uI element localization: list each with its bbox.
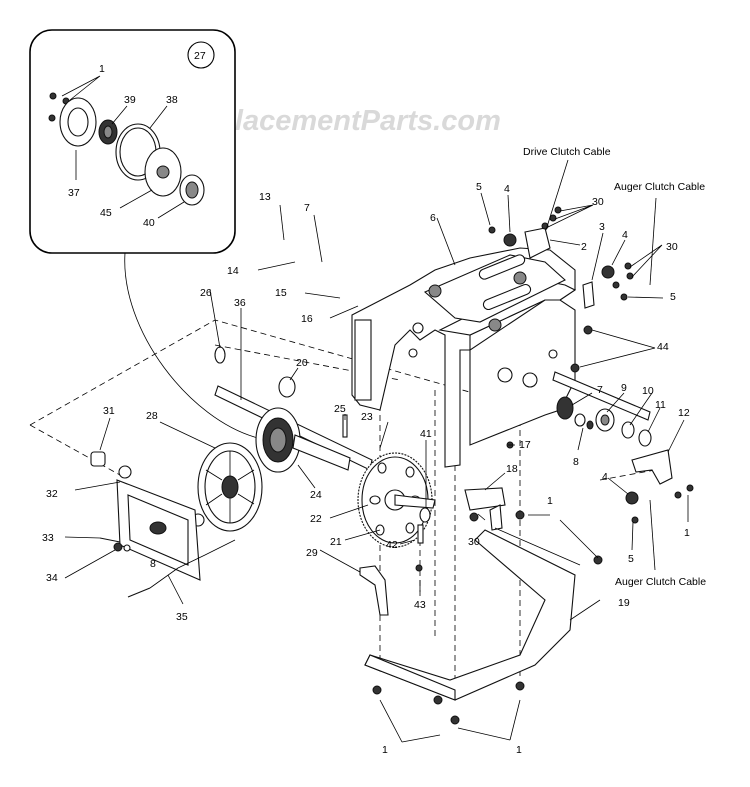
bracket-18 xyxy=(464,487,506,511)
callout-20: 20 xyxy=(296,357,308,369)
frame-32 xyxy=(116,479,201,581)
pulley-4-top xyxy=(503,233,517,247)
leader-lines xyxy=(64,159,689,743)
spring-33 xyxy=(99,537,121,543)
pulley-4-bottom xyxy=(625,491,639,505)
callout-30-top: 30 xyxy=(592,196,604,208)
callout-35: 35 xyxy=(176,611,188,623)
callout-25: 25 xyxy=(334,403,346,415)
bottom-screws xyxy=(372,441,603,725)
callout-33: 33 xyxy=(42,532,54,544)
callout-37: 37 xyxy=(68,187,80,199)
callout-43: 43 xyxy=(414,599,426,611)
callout-12: 12 xyxy=(678,407,690,419)
callout-32: 32 xyxy=(46,488,58,500)
callout-8-right: 8 xyxy=(573,456,579,468)
inset-connector-line xyxy=(124,252,259,439)
inset-detail-27: 27 xyxy=(29,29,236,254)
label-drive-clutch-cable: Drive Clutch Cable xyxy=(523,146,611,158)
callout-22: 22 xyxy=(310,513,322,525)
callout-6: 6 xyxy=(430,212,436,224)
bracket-3 xyxy=(582,281,595,309)
callout-5-right: 5 xyxy=(670,291,676,303)
ring-20 xyxy=(278,376,296,398)
bracket-12 xyxy=(631,449,673,485)
callout-7: 7 xyxy=(304,202,310,214)
callout-13: 13 xyxy=(259,191,271,203)
bracket-2 xyxy=(524,227,551,259)
belt-guard-19 xyxy=(364,529,576,701)
callout-28: 28 xyxy=(146,410,158,422)
callout-4-top: 4 xyxy=(504,183,510,195)
pulley-clutch-24 xyxy=(255,407,351,473)
callout-14: 14 xyxy=(227,265,239,277)
callout-1-right: 1 xyxy=(684,527,690,539)
callout-34: 34 xyxy=(46,572,58,584)
callout-10: 10 xyxy=(642,385,654,397)
callout-4-right: 4 xyxy=(622,229,628,241)
callout-21: 21 xyxy=(330,536,342,548)
bracket-29 xyxy=(359,565,389,616)
callout-41: 41 xyxy=(420,428,432,440)
spacer-31 xyxy=(90,451,106,467)
callout-4-bottom: 4 xyxy=(602,471,608,483)
pin-42 xyxy=(417,524,424,544)
bearing-26 xyxy=(214,346,226,364)
callout-44: 44 xyxy=(657,341,669,353)
gear-22 xyxy=(357,452,436,548)
spring-35 xyxy=(127,587,151,598)
callout-30-right: 30 xyxy=(666,241,678,253)
pulley-4-right xyxy=(601,265,615,279)
label-auger-clutch-cable-top: Auger Clutch Cable xyxy=(614,181,705,193)
nut-34 xyxy=(113,542,123,552)
callout-40: 40 xyxy=(143,217,155,229)
auger-housing-6 xyxy=(351,247,577,468)
callout-3: 3 xyxy=(599,221,605,233)
callout-23: 23 xyxy=(361,411,373,423)
callout-31: 31 xyxy=(103,405,115,417)
callout-36: 36 xyxy=(234,297,246,309)
callout-7-right: 7 xyxy=(597,384,603,396)
callout-29: 29 xyxy=(306,547,318,559)
callout-2: 2 xyxy=(581,241,587,253)
callout-1: 1 xyxy=(99,63,105,75)
callout-19: 19 xyxy=(618,597,630,609)
callout-39: 39 xyxy=(124,94,136,106)
callout-17: 17 xyxy=(519,439,531,451)
callout-18: 18 xyxy=(506,463,518,475)
label-auger-clutch-cable-bottom: Auger Clutch Cable xyxy=(615,576,706,588)
callout-1-bottom-right: 1 xyxy=(516,744,522,756)
callout-11: 11 xyxy=(655,399,666,411)
callout-5-top: 5 xyxy=(476,181,482,193)
bushing-41 xyxy=(419,507,431,523)
callout-labels: 1 39 38 37 45 40 13 7 14 15 16 26 36 20 … xyxy=(42,63,690,756)
callout-16: 16 xyxy=(301,313,313,325)
callout-9: 9 xyxy=(621,382,627,394)
wheel-28 xyxy=(197,442,263,532)
callout-1-bottom-left: 1 xyxy=(382,744,388,756)
callout-42: 42 xyxy=(386,539,398,551)
callout-5-bottom: 5 xyxy=(628,553,634,565)
callout-38: 38 xyxy=(166,94,178,106)
callout-30-lower: 30 xyxy=(468,536,480,548)
inset-number: 27 xyxy=(194,50,206,62)
callout-45: 45 xyxy=(100,207,112,219)
callout-8-left: 8 xyxy=(150,558,156,570)
callout-1-lower-mid: 1 xyxy=(547,495,553,507)
callout-26: 26 xyxy=(200,287,212,299)
callout-24: 24 xyxy=(310,489,322,501)
right-shaft-assembly xyxy=(552,371,652,447)
callout-15: 15 xyxy=(275,287,287,299)
